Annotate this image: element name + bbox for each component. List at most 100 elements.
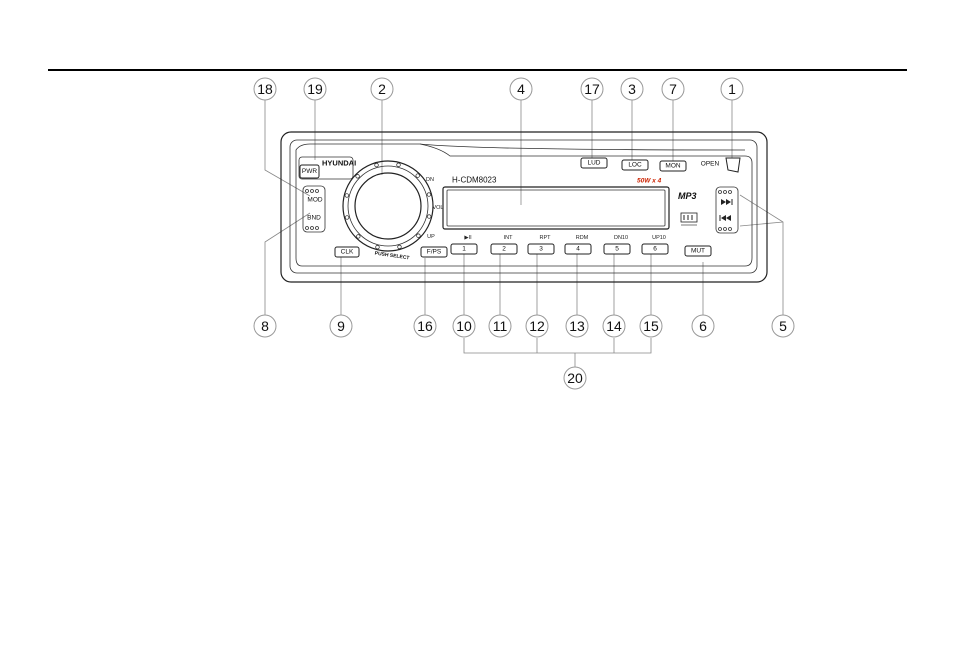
mp3-label: MP3 bbox=[678, 191, 697, 201]
knob-ring-dot bbox=[376, 245, 380, 249]
mut-button[interactable]: MUT bbox=[685, 246, 711, 256]
callout-6: 6 bbox=[692, 315, 714, 337]
callout-8: 8 bbox=[254, 315, 276, 337]
svg-text:19: 19 bbox=[307, 81, 323, 97]
brand-logo: HYUNDAI bbox=[322, 159, 356, 168]
callout-15: 15 bbox=[640, 315, 662, 337]
svg-text:7: 7 bbox=[669, 81, 677, 97]
svg-text:MUT: MUT bbox=[691, 248, 705, 255]
svg-text:4: 4 bbox=[576, 246, 580, 253]
svg-text:13: 13 bbox=[569, 318, 585, 334]
volume-knob[interactable] bbox=[343, 161, 433, 251]
callout-2: 2 bbox=[371, 78, 393, 100]
preset-button-3[interactable]: 3 bbox=[528, 244, 554, 254]
faceplate bbox=[281, 132, 767, 282]
svg-text:11: 11 bbox=[493, 318, 508, 334]
svg-text:10: 10 bbox=[456, 318, 472, 334]
svg-text:8: 8 bbox=[261, 318, 269, 334]
open-button[interactable] bbox=[726, 158, 740, 172]
callout-12: 12 bbox=[526, 315, 548, 337]
callout-4: 4 bbox=[510, 78, 532, 100]
preset-caption: ▶II bbox=[464, 235, 472, 241]
mode-band-cluster bbox=[303, 186, 325, 232]
preset-button-6[interactable]: 6 bbox=[642, 244, 668, 254]
svg-text:F/PS: F/PS bbox=[427, 249, 442, 256]
svg-text:5: 5 bbox=[615, 246, 619, 253]
skip-button-cluster bbox=[716, 187, 738, 233]
svg-text:1: 1 bbox=[728, 81, 736, 97]
callout-14: 14 bbox=[603, 315, 625, 337]
svg-text:12: 12 bbox=[529, 318, 545, 334]
svg-text:6: 6 bbox=[699, 318, 707, 334]
knob-label-up: UP bbox=[427, 234, 435, 240]
knob-ring-dot bbox=[356, 175, 360, 179]
preset-caption: DN10 bbox=[614, 235, 628, 241]
callout-1: 1 bbox=[721, 78, 743, 100]
knob-ring-dot bbox=[398, 245, 402, 249]
mod-button[interactable]: MOD bbox=[307, 197, 322, 204]
preset-caption: RPT bbox=[540, 235, 552, 241]
clk-button[interactable]: CLK bbox=[335, 247, 359, 257]
svg-text:LUD: LUD bbox=[587, 160, 600, 167]
power-label: 50W x 4 bbox=[637, 178, 662, 185]
knob-label-dn: DN bbox=[426, 177, 434, 183]
callout-5: 5 bbox=[772, 315, 794, 337]
callout-7: 7 bbox=[662, 78, 684, 100]
svg-text:4: 4 bbox=[517, 81, 525, 97]
svg-text:BND: BND bbox=[307, 215, 321, 222]
mon-button[interactable]: MON bbox=[660, 161, 686, 171]
preset-button-5[interactable]: 5 bbox=[604, 244, 630, 254]
lcd-display bbox=[443, 187, 669, 229]
skip-forward-icon[interactable] bbox=[721, 199, 732, 205]
svg-text:15: 15 bbox=[643, 318, 659, 334]
preset-buttons: 1 ▶II 2 INT 3 RPT 4 RDM 5 DN10 6 UP10 bbox=[451, 235, 668, 254]
svg-text:20: 20 bbox=[567, 370, 583, 386]
knob-ring-dot bbox=[417, 234, 421, 238]
svg-text:18: 18 bbox=[257, 81, 273, 97]
lud-button[interactable]: LUD bbox=[581, 158, 607, 168]
callout-10: 10 bbox=[453, 315, 475, 337]
knob-ring-dot bbox=[345, 216, 349, 220]
preset-button-1[interactable]: 1 bbox=[451, 244, 477, 254]
knob-ring-dot bbox=[416, 174, 420, 178]
svg-text:2: 2 bbox=[502, 246, 506, 253]
pwr-button[interactable]: PWR bbox=[300, 165, 319, 178]
preset-button-4[interactable]: 4 bbox=[565, 244, 591, 254]
svg-text:LOC: LOC bbox=[628, 162, 642, 169]
svg-text:PWR: PWR bbox=[302, 168, 317, 175]
preset-caption: INT bbox=[504, 235, 514, 241]
callout-13: 13 bbox=[566, 315, 588, 337]
bnd-button[interactable]: BND bbox=[307, 215, 321, 222]
callout-19: 19 bbox=[304, 78, 326, 100]
knob-label-vol: VOL bbox=[432, 205, 443, 211]
preset-caption: UP10 bbox=[652, 235, 666, 241]
knob-ring-dot bbox=[345, 194, 349, 198]
callout-9: 9 bbox=[330, 315, 352, 337]
knob-ring-dot bbox=[397, 163, 401, 167]
preset-button-2[interactable]: 2 bbox=[491, 244, 517, 254]
knob-ring-dot bbox=[375, 163, 379, 167]
svg-text:MOD: MOD bbox=[307, 197, 322, 204]
knob-ring-dot bbox=[427, 215, 431, 219]
svg-text:3: 3 bbox=[539, 246, 543, 253]
callout-11: 11 bbox=[489, 315, 511, 337]
knob-ring-dot bbox=[357, 235, 361, 239]
knob-ring-dot bbox=[427, 193, 431, 197]
open-label: OPEN bbox=[701, 161, 720, 168]
fps-button[interactable]: F/PS bbox=[421, 247, 447, 257]
svg-text:16: 16 bbox=[417, 318, 433, 334]
callout-20: 20 bbox=[564, 367, 586, 389]
svg-text:14: 14 bbox=[606, 318, 622, 334]
preset-caption: RDM bbox=[576, 235, 589, 241]
loc-button[interactable]: LOC bbox=[622, 160, 648, 170]
model-label: H-CDM8023 bbox=[452, 176, 497, 185]
callout-3: 3 bbox=[621, 78, 643, 100]
svg-text:2: 2 bbox=[378, 81, 386, 97]
skip-back-icon[interactable] bbox=[720, 215, 731, 221]
callout-16: 16 bbox=[414, 315, 436, 337]
svg-text:9: 9 bbox=[337, 318, 345, 334]
svg-text:3: 3 bbox=[628, 81, 636, 97]
callout-18: 18 bbox=[254, 78, 276, 100]
